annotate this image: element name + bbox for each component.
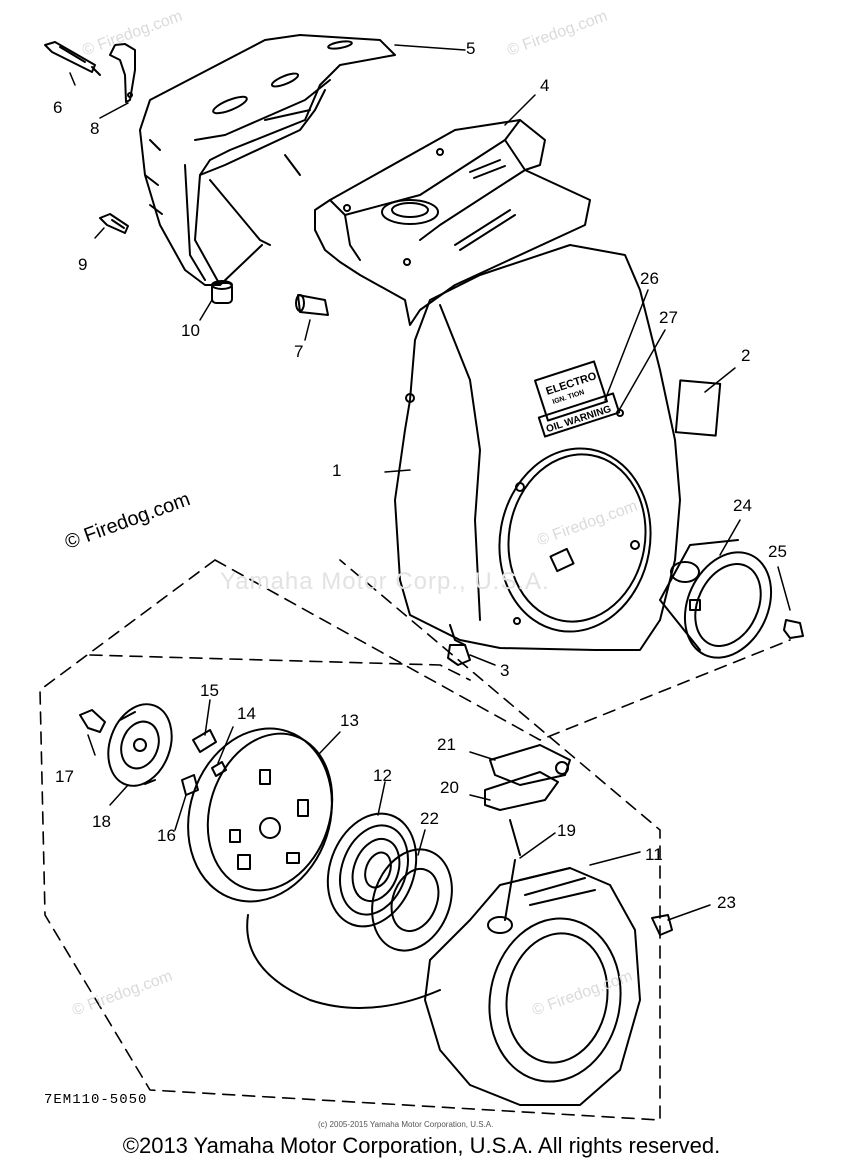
- oil-warning-decal-part: [537, 392, 621, 438]
- callout-26: 26: [640, 269, 659, 288]
- callout-24: 24: [733, 496, 752, 515]
- callout-12: 12: [373, 766, 392, 785]
- callout-8: 8: [90, 119, 100, 138]
- callout-27: 27: [659, 308, 678, 327]
- micro-copyright: (c) 2005-2015 Yamaha Motor Corporation, …: [318, 1120, 494, 1129]
- callout-19: 19: [557, 821, 576, 840]
- callout-14: 14: [237, 704, 256, 723]
- callout-23: 23: [717, 893, 736, 912]
- callout-9: 9: [78, 255, 88, 274]
- callout-6: 6: [53, 98, 63, 117]
- callout-17: 17: [55, 767, 74, 786]
- callout-3: 3: [500, 661, 510, 680]
- shroud-cover-part: [314, 119, 591, 326]
- bolt-23: [651, 914, 673, 936]
- label-part-2: [674, 379, 722, 437]
- callout-25: 25: [768, 542, 787, 561]
- handle-20: [484, 771, 559, 856]
- bolt-9: [99, 213, 129, 234]
- spring-14: [211, 761, 227, 777]
- copyright-footer: ©2013 Yamaha Motor Corporation, U.S.A. A…: [122, 1133, 721, 1158]
- bolt-17: [79, 709, 106, 733]
- clip-15: [192, 729, 217, 753]
- reel-13: [187, 727, 334, 903]
- starter-case-11: [424, 867, 641, 1106]
- spring-16: [181, 774, 199, 796]
- callout-5: 5: [466, 39, 476, 58]
- watermark-yamaha: Yamaha Motor Corp., U.S.A.: [220, 568, 550, 595]
- callout-20: 20: [440, 778, 459, 797]
- starter-cup-24: [659, 539, 773, 659]
- assembly-dashed-outline: [39, 559, 791, 1121]
- spring-cover-22: [371, 848, 453, 952]
- handle-grip-21: [489, 744, 571, 786]
- cam-plate-18: [107, 703, 173, 787]
- callout-1: 1: [332, 461, 342, 480]
- callout-21: 21: [437, 735, 456, 754]
- bolt-3: [447, 644, 471, 666]
- callout-16: 16: [157, 826, 176, 845]
- callout-2: 2: [741, 346, 751, 365]
- bolt-6: [44, 41, 101, 76]
- callout-10: 10: [181, 321, 200, 340]
- callout-18: 18: [92, 812, 111, 831]
- callout-7: 7: [294, 342, 304, 361]
- collar-10: [211, 280, 233, 304]
- callout-15: 15: [200, 681, 219, 700]
- electro-decal-part: [534, 360, 608, 422]
- rope-19: [246, 859, 516, 1009]
- callout-11: 11: [645, 845, 663, 864]
- recoil-spring-12: [326, 812, 418, 928]
- callout-22: 22: [420, 809, 439, 828]
- leader-lines: [69, 44, 791, 921]
- clamp-8: [109, 43, 136, 103]
- callout-13: 13: [340, 711, 359, 730]
- air-shroud-part: [139, 34, 396, 286]
- drawing-code: 7EM110-5050: [44, 1092, 148, 1108]
- fan-housing-part: [394, 244, 681, 651]
- collar-7: [295, 294, 329, 316]
- callout-4: 4: [540, 76, 550, 95]
- bolt-25: [783, 619, 804, 639]
